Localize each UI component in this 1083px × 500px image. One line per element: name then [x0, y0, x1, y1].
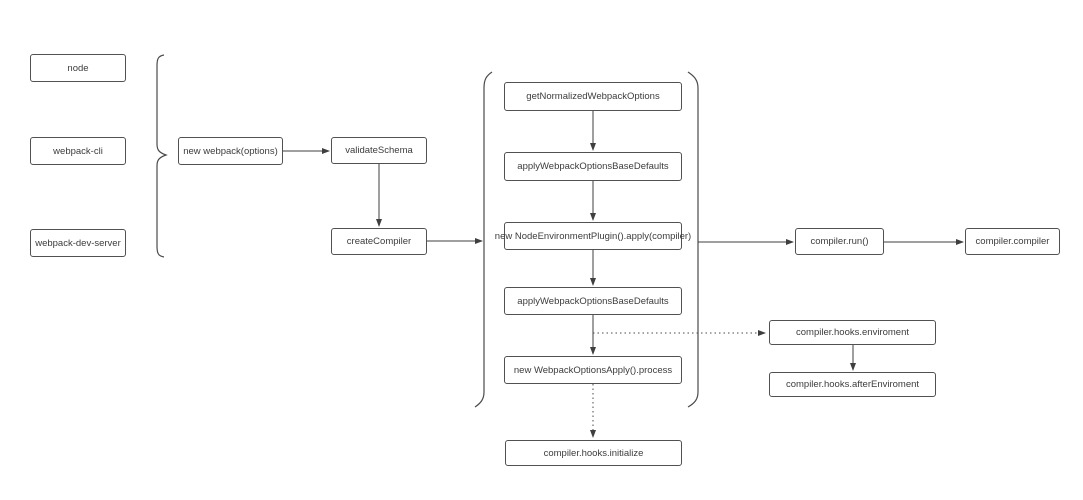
node-box-compiler-compiler[interactable]: compiler.compiler — [965, 228, 1060, 255]
node-box-createcompiler[interactable]: createCompiler — [331, 228, 427, 255]
node-box-new-webpack-options[interactable]: new webpack(options) — [178, 137, 283, 165]
node-box-webpack-cli[interactable]: webpack-cli — [30, 137, 126, 165]
node-box-compiler-hooks-enviroment[interactable]: compiler.hooks.enviroment — [769, 320, 936, 345]
node-box-node[interactable]: node — [30, 54, 126, 82]
node-box-compiler-run[interactable]: compiler.run() — [795, 228, 884, 255]
node-box-applywebpackoptionsbasedefaults-2[interactable]: applyWebpackOptionsBaseDefaults — [504, 287, 682, 315]
node-box-webpack-dev-server[interactable]: webpack-dev-server — [30, 229, 126, 257]
node-box-validateschema[interactable]: validateSchema — [331, 137, 427, 164]
node-box-webpackoptionsapply-process[interactable]: new WebpackOptionsApply().process — [504, 356, 682, 384]
node-box-compiler-hooks-initialize[interactable]: compiler.hooks.initialize — [505, 440, 682, 466]
group-curly-brace — [156, 54, 168, 258]
pipeline-bracket-left — [474, 71, 493, 408]
node-box-compiler-hooks-afterenviroment[interactable]: compiler.hooks.afterEnviroment — [769, 372, 936, 397]
node-box-getnormalizedwebpackoptions[interactable]: getNormalizedWebpackOptions — [504, 82, 682, 111]
node-box-applywebpackoptionsbasedefaults-1[interactable]: applyWebpackOptionsBaseDefaults — [504, 152, 682, 181]
node-box-nodeenvironmentplugin-apply[interactable]: new NodeEnvironmentPlugin().apply(compil… — [495, 222, 691, 250]
